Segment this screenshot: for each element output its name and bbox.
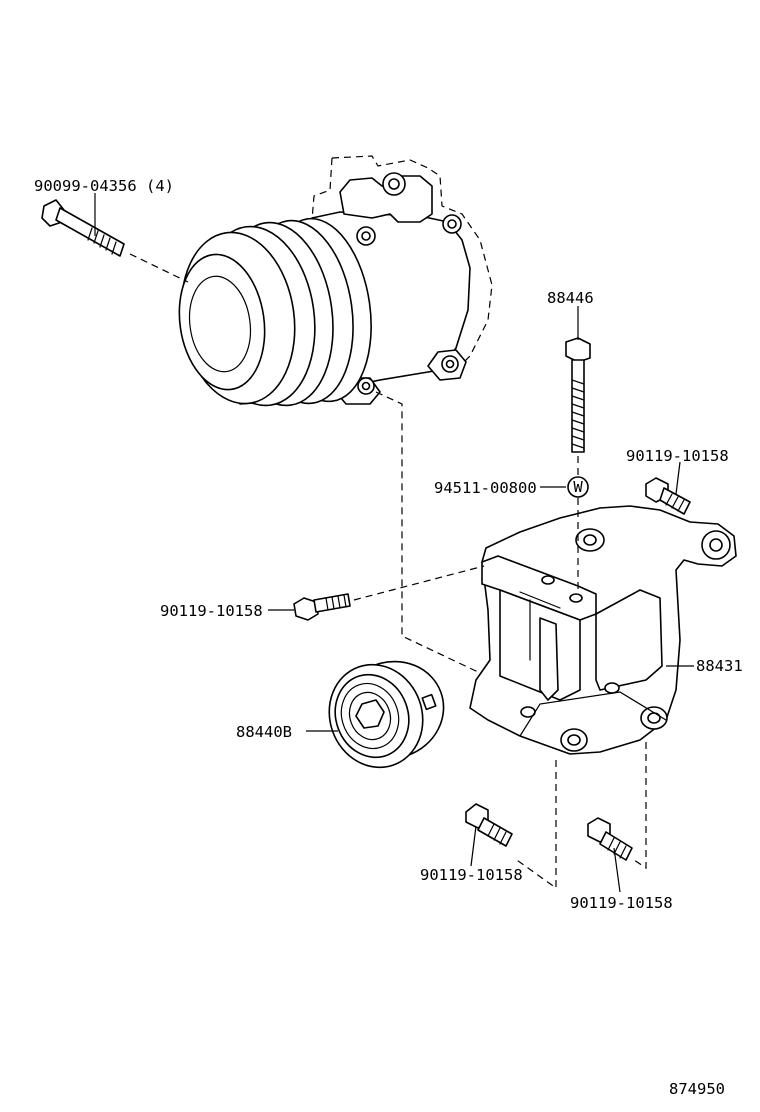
compressor-bracket[interactable] — [469, 505, 737, 755]
washer-symbol: W — [573, 478, 583, 496]
label-bolt-bottom-left: 90119-10158 — [420, 866, 523, 884]
bolt-bottom-left[interactable] — [465, 803, 513, 847]
label-bolt-left: 90119-10158 — [160, 602, 263, 620]
label-bolt-bracket-top: 88446 — [547, 289, 594, 307]
compressor[interactable] — [171, 155, 493, 413]
label-idler-pulley: 88440B — [236, 723, 292, 741]
label-bolt-compressor: 90099-04356 (4) — [34, 177, 174, 195]
label-bolt-right: 90119-10158 — [626, 447, 729, 465]
assembly-lines — [129, 253, 647, 890]
bolt-bottom-right[interactable] — [587, 817, 633, 861]
bolt-right[interactable] — [645, 477, 691, 515]
bolt-bracket-top[interactable] — [565, 337, 591, 453]
label-bolt-bottom-right: 90119-10158 — [570, 894, 673, 912]
idler-pulley[interactable] — [315, 647, 457, 780]
label-bracket: 88431 — [696, 657, 743, 675]
label-washer: 94511-00800 — [434, 479, 537, 497]
leader-lines — [94, 193, 694, 893]
bolt-left[interactable] — [293, 593, 351, 621]
bolt-compressor-mount[interactable] — [41, 199, 125, 257]
washer[interactable]: W — [567, 476, 589, 498]
illustration-number: 874950 — [669, 1080, 725, 1098]
